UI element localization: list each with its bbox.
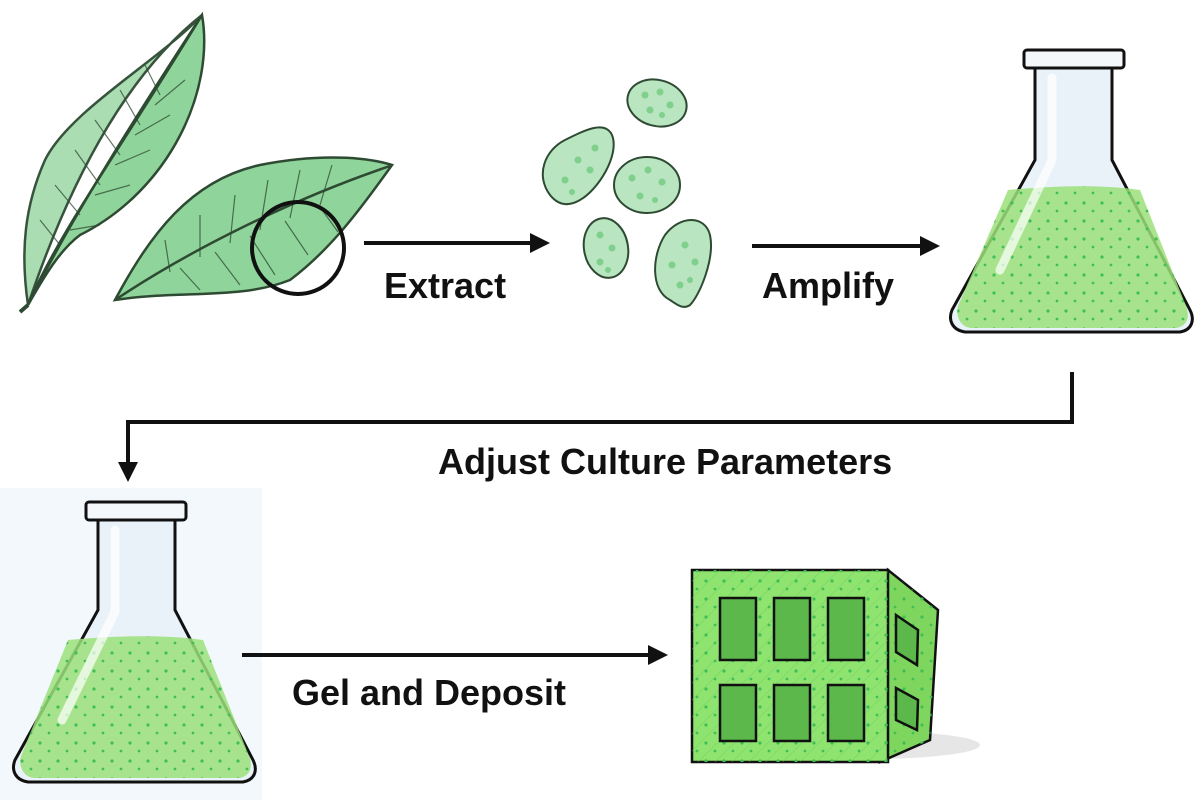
building-windows [718,596,920,743]
cell [541,126,615,206]
building-icon [690,567,980,764]
leaf-icon [18,11,395,314]
cell [613,156,681,214]
step-label-extract: Extract [384,265,507,306]
magnifier-circle [250,200,346,296]
cell [582,217,630,279]
step-label-adjust: Adjust Culture Parameters [438,441,893,482]
arrows [118,233,1074,665]
leaf-large [18,11,206,314]
leaf-small [112,156,395,302]
arrow-adjust [118,372,1074,482]
step-label-amplify: Amplify [762,265,895,306]
cell [654,219,712,308]
flask-icon [949,48,1194,334]
flask-icon [0,488,262,800]
cell-icon [541,78,712,308]
cell [626,78,688,128]
step-label-gel: Gel and Deposit [292,672,567,713]
